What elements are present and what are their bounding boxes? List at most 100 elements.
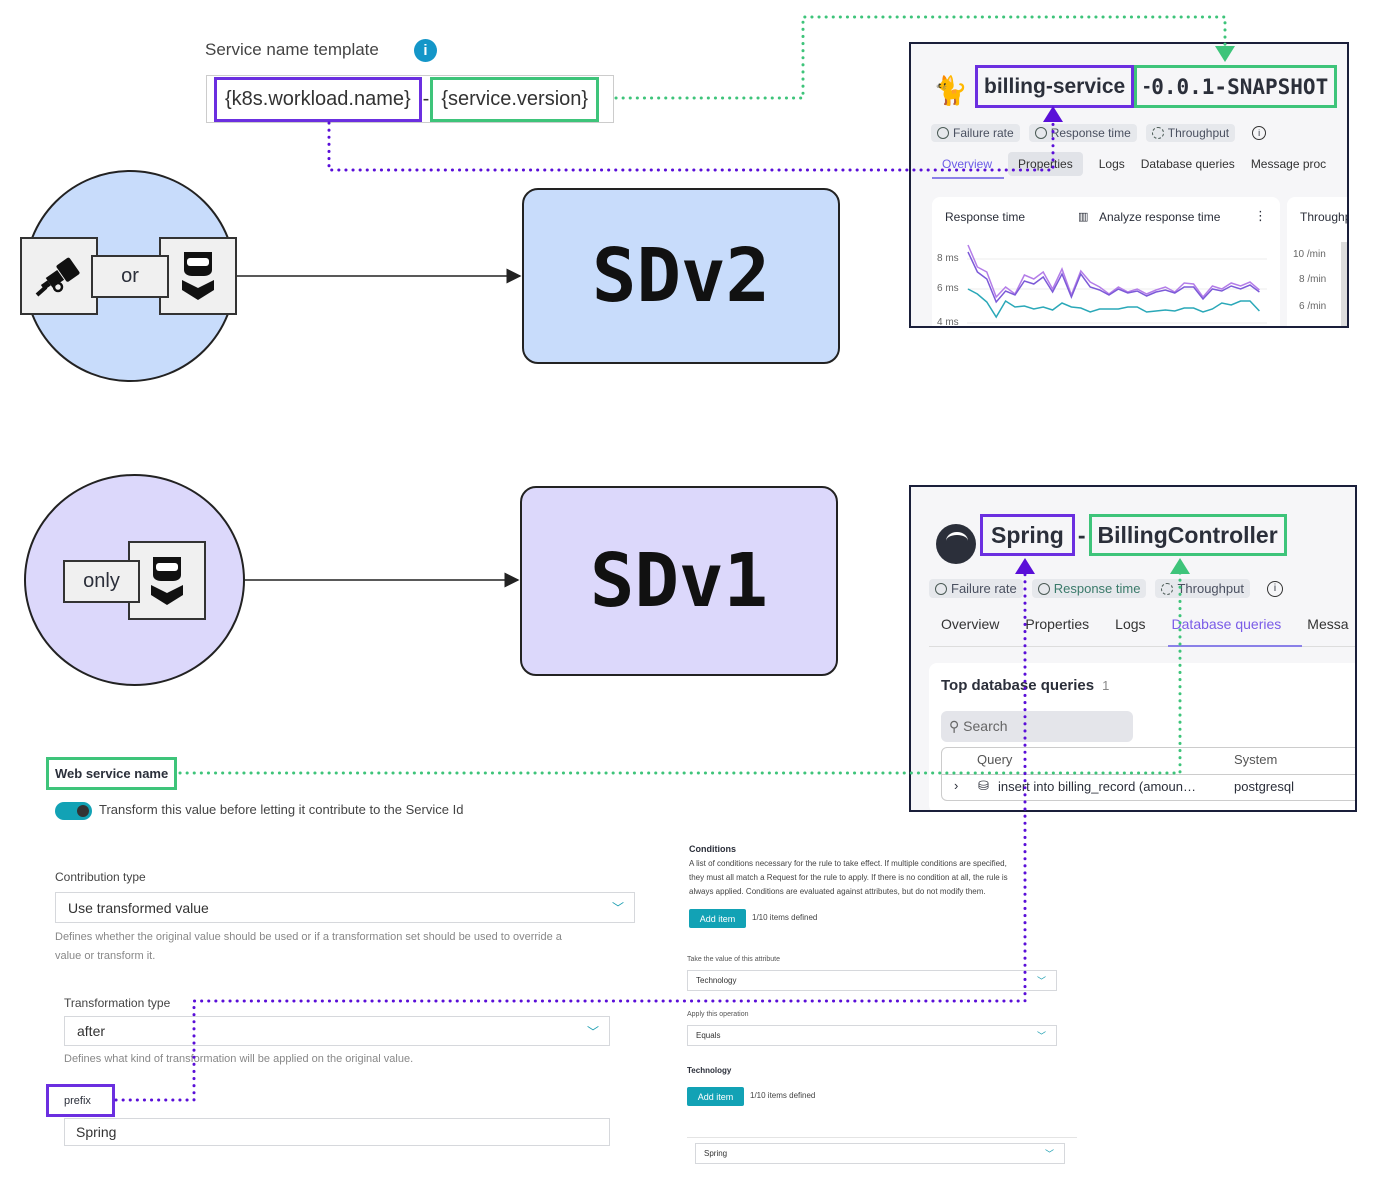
sdv1-title: SDv1 [589, 538, 769, 624]
chevron-down-icon: ﹀ [1036, 976, 1046, 986]
dashed-circle-icon [1151, 127, 1164, 139]
ytick: 6 ms [937, 283, 959, 294]
service-version: 0.0.1-SNAPSHOT [1151, 74, 1329, 99]
chevron-down-icon: ﹀ [611, 901, 624, 915]
chip-label: Failure rate [953, 126, 1014, 140]
template-part1: {k8s.workload.name} [225, 88, 411, 110]
search-input[interactable]: ⚲ Search [941, 711, 1133, 742]
tab-message-proc[interactable]: Message proc [1250, 157, 1327, 171]
section-header: Top database queries 1 [941, 677, 1109, 694]
controller-name: BillingController [1097, 521, 1278, 548]
technology-label: Technology [687, 1066, 732, 1075]
tab-properties[interactable]: Properties [1008, 152, 1083, 176]
chevron-down-icon: ﹀ [586, 1024, 599, 1039]
service-sep: - [1143, 74, 1151, 98]
tab-messages[interactable]: Messa [1307, 616, 1349, 632]
template-part2-highlight: {service.version} [430, 77, 600, 122]
transformation-type-select[interactable]: after ﹀ [64, 1016, 610, 1046]
only-label: only [83, 570, 120, 592]
queries-card: Top database queries 1 ⚲ Search Query Sy… [929, 663, 1355, 810]
tab-logs[interactable]: Logs [1115, 616, 1146, 632]
web-service-name-label: Web service name [55, 766, 169, 781]
card-title: Throughp [1300, 210, 1349, 224]
chip-throughput[interactable]: Throughput [1145, 124, 1236, 142]
tab-overview[interactable]: Overview [942, 157, 993, 171]
ytick: 8 ms [937, 253, 959, 264]
telescope-icon [20, 237, 98, 315]
search-placeholder: Search [963, 718, 1008, 734]
check-icon [937, 127, 949, 139]
sdv2-title: SDv2 [591, 233, 771, 319]
more-icon[interactable]: ⋮ [1254, 208, 1267, 223]
tab-underline [1168, 645, 1302, 647]
billing-service-screenshot: 🐈 billing-service -0.0.1-SNAPSHOT Failur… [909, 42, 1349, 328]
tab-row: Overview Properties Logs Database querie… [942, 152, 1326, 176]
chip-failure-rate[interactable]: Failure rate [929, 579, 1023, 598]
chevron-down-icon: ﹀ [1036, 1031, 1046, 1041]
chip-label: Throughput [1167, 126, 1230, 140]
select-value: after [77, 1023, 106, 1039]
service-name: Spring [991, 521, 1064, 548]
operation-label: Apply this operation [687, 1011, 749, 1018]
chip-response-time[interactable]: Response time [1031, 579, 1147, 598]
check-icon [935, 582, 947, 595]
chip-label: Failure rate [951, 581, 1017, 596]
prefix-highlight: prefix [46, 1084, 115, 1117]
service-title-row: Spring - BillingController [980, 514, 1287, 556]
tab-logs[interactable]: Logs [1098, 157, 1125, 171]
check-icon [1034, 127, 1047, 139]
query-cell[interactable]: insert into billing_record (amoun… [998, 779, 1196, 794]
info-icon[interactable]: i [1266, 580, 1283, 597]
analyze-link[interactable]: Analyze response time [1099, 210, 1221, 224]
spring-controller-screenshot: Spring - BillingController Failure rate … [909, 485, 1357, 812]
ninja-agent-icon [159, 237, 237, 315]
chevron-down-icon: ﹀ [1044, 1149, 1054, 1159]
prefix-input[interactable]: Spring [64, 1118, 610, 1146]
chip-response-time[interactable]: Response time [1028, 124, 1137, 142]
chip-throughput[interactable]: Throughput [1155, 579, 1250, 598]
conditions-desc: always applied. Conditions are evaluated… [689, 887, 986, 896]
input-value: Spring [76, 1124, 117, 1140]
web-service-name-highlight: Web service name [46, 757, 178, 790]
add-condition-button[interactable]: Add item [689, 909, 746, 928]
select-value: Technology [696, 976, 737, 985]
contribution-type-select[interactable]: Use transformed value﹀ [55, 892, 635, 923]
add-technology-button[interactable]: Add item [687, 1087, 744, 1106]
service-sep: - [1077, 521, 1086, 548]
ytick: 4 ms [937, 317, 959, 328]
template-sep: - [422, 88, 430, 110]
dashed-circle-icon [1161, 582, 1174, 595]
tab-properties[interactable]: Properties [1025, 616, 1090, 632]
expand-row-icon[interactable]: › [954, 778, 959, 793]
technology-select[interactable]: Spring﹀ [695, 1143, 1065, 1164]
tab-underline [932, 177, 1004, 179]
conditions-desc: they must all match a Request for the ru… [689, 873, 1008, 882]
sparkline-series [967, 288, 1260, 319]
throughput-card: Throughp 10 /min 8 /min 6 /min [1287, 197, 1349, 326]
contribution-help: Defines whether the original value shoul… [55, 931, 562, 943]
service-version-highlight: -0.0.1-SNAPSHOT [1134, 65, 1338, 108]
tab-database-queries[interactable]: Database queries [1171, 616, 1282, 632]
sparkline-series [967, 244, 1260, 299]
chip-label: Response time [1050, 126, 1131, 140]
response-time-card: Response time ▥ Analyze response time ⋮ … [932, 197, 1280, 328]
transform-toggle[interactable] [55, 802, 92, 820]
column-header-query[interactable]: Query [977, 752, 1013, 767]
tomcat-icon: 🐈 [933, 75, 968, 106]
template-value-row: {k8s.workload.name} - {service.version} [214, 77, 600, 122]
response-time-sparkline [967, 244, 1267, 324]
sparkline-series [967, 251, 1260, 304]
conditions-desc: A list of conditions necessary for the r… [689, 859, 1007, 868]
tab-overview[interactable]: Overview [941, 616, 1000, 632]
chip-failure-rate[interactable]: Failure rate [931, 124, 1020, 142]
attribute-select[interactable]: Technology ﹀ [687, 970, 1057, 991]
tab-database-queries[interactable]: Database queries [1140, 157, 1235, 171]
operation-select[interactable]: Equals﹀ [687, 1025, 1057, 1046]
column-header-system[interactable]: System [1234, 752, 1278, 767]
controller-highlight: BillingController [1088, 514, 1287, 556]
tab-row: Overview Properties Logs Database querie… [941, 616, 1349, 632]
info-icon[interactable]: i [414, 39, 437, 62]
section-title: Top database queries [941, 677, 1095, 694]
search-icon: ⚲ [949, 718, 964, 734]
info-icon[interactable]: i [1252, 126, 1267, 140]
